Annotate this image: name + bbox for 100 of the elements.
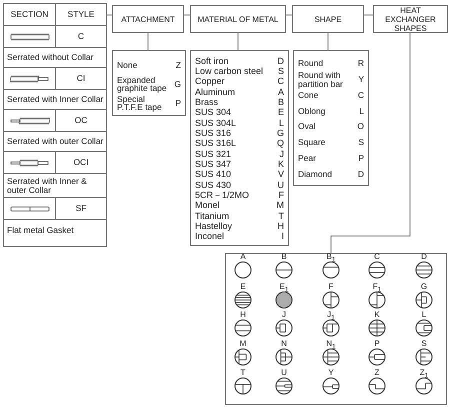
- code-letter: J: [280, 150, 284, 159]
- style-code: OCI: [56, 152, 106, 174]
- shape-code: L: [420, 311, 428, 319]
- section-description: Flat metal Gasket: [6, 224, 75, 236]
- code-letter: P: [175, 98, 181, 107]
- attachment-option: Special P.T.F.E tape: [117, 94, 169, 111]
- shape-code: A: [239, 253, 247, 261]
- material-option: SUS 347: [195, 160, 232, 169]
- code-letter: L: [278, 118, 284, 128]
- attachment-option: Expanded graphite tape: [117, 76, 169, 92]
- code-letter: Z: [176, 61, 181, 70]
- shape-option: Oval: [298, 122, 316, 132]
- material-option: Titanium: [195, 212, 230, 221]
- shape-code: P: [373, 340, 381, 348]
- material-header: MATERIAL OF METAL: [198, 14, 278, 24]
- shape-code: N$_{1}$: [325, 340, 337, 352]
- code-letter: E: [278, 108, 284, 118]
- code-letter: G: [174, 80, 181, 88]
- code-letter: K: [278, 160, 284, 169]
- code-letter: I: [281, 232, 284, 242]
- material-option: SUS 316: [195, 128, 232, 138]
- heat-exchanger-header: HEAT EXCHANGER SHAPES: [384, 6, 437, 32]
- shape-code: B$_{1}$: [325, 253, 337, 265]
- shape-option: Round with partition bar: [298, 70, 350, 89]
- shape-code: B: [280, 253, 288, 261]
- shape-option: Pear: [298, 154, 316, 163]
- code-letter: H: [278, 222, 284, 231]
- connector-line: [286, 14, 292, 16]
- code-letter: U: [278, 180, 284, 190]
- shape-code: H: [239, 311, 247, 319]
- shape-code: F: [328, 283, 334, 291]
- material-option: Copper: [195, 77, 225, 86]
- shape-code: M: [238, 340, 248, 348]
- shape-code: J$_{1}$: [326, 311, 336, 323]
- material-option: SUS 304L: [195, 118, 236, 128]
- code-letter: C: [358, 90, 364, 100]
- material-option: Soft iron: [195, 56, 229, 66]
- shape-code: K: [373, 311, 381, 319]
- shape-code: C: [373, 253, 381, 261]
- material-option: SUS 304: [195, 108, 232, 118]
- shape-code: F$_{1}$: [372, 283, 382, 295]
- shape-code: Z$_{1}$: [418, 369, 430, 381]
- code-letter: Q: [276, 139, 284, 148]
- shape-code: E: [239, 283, 247, 291]
- material-option: Inconel: [195, 232, 224, 242]
- section-description: Serrated with Inner Collar: [4, 90, 106, 110]
- shape-header: SHAPE: [314, 14, 342, 24]
- material-option: SUS 321: [195, 150, 232, 159]
- code-letter: L: [359, 106, 364, 116]
- code-letter: D: [358, 170, 364, 179]
- attachment-header: ATTACHMENT: [121, 14, 175, 24]
- section-description: Serrated without Collar: [4, 48, 106, 68]
- shape-code: U: [280, 369, 288, 377]
- code-letter: F: [278, 190, 284, 200]
- shape-option: Oblong: [298, 106, 326, 116]
- connector-line: [364, 14, 374, 16]
- code-table: [3, 3, 107, 247]
- material-option: Aluminum: [195, 88, 236, 97]
- code-letter: P: [358, 154, 364, 163]
- style-code: CI: [56, 68, 106, 90]
- code-letter: T: [278, 212, 284, 221]
- section-description: Serrated with outer Collar: [4, 132, 106, 152]
- material-option: Monel: [195, 201, 220, 210]
- code-letter: S: [358, 138, 364, 148]
- shape-code: D: [420, 253, 428, 261]
- shape-option: Square: [298, 138, 326, 148]
- column-header: STYLE: [56, 4, 106, 26]
- connector-line: [106, 14, 112, 16]
- material-option: SUS 430: [195, 180, 232, 190]
- shape-code: N: [280, 340, 288, 348]
- shape-code: E$_{1}$: [278, 283, 290, 295]
- column-header: SECTION: [4, 4, 56, 26]
- code-letter: A: [278, 88, 284, 97]
- shape-code: S: [420, 340, 428, 348]
- shape-code: Y: [327, 369, 335, 377]
- section-description: Serrated with Inner & outer Collar: [4, 174, 106, 198]
- code-letter: D: [278, 56, 284, 66]
- material-option: SUS 410: [195, 170, 232, 180]
- style-code: OC: [56, 110, 106, 132]
- shape-option: Cone: [298, 90, 318, 100]
- shape-option: Round: [298, 59, 324, 68]
- material-option: 5CR－1/2MO: [195, 190, 250, 200]
- shape-code: Z: [374, 369, 380, 377]
- style-code: C: [56, 26, 106, 48]
- material-option: Low carbon steel: [195, 66, 264, 76]
- shape-code: J: [281, 311, 287, 319]
- material-option: Hastelloy: [195, 222, 232, 231]
- attachment-option: None: [117, 61, 138, 70]
- code-letter: C: [278, 77, 284, 86]
- code-letter: G: [276, 128, 284, 138]
- shape-option: Diamond: [298, 170, 332, 179]
- connector-line: [184, 14, 190, 16]
- material-option: Brass: [195, 98, 218, 107]
- code-letter: M: [276, 201, 284, 210]
- code-letter: V: [278, 170, 284, 180]
- connector-line: [330, 32, 410, 254]
- code-letter: Y: [358, 75, 364, 84]
- style-code: SF: [56, 198, 106, 220]
- code-letter: B: [278, 98, 284, 107]
- code-letter: O: [357, 122, 364, 132]
